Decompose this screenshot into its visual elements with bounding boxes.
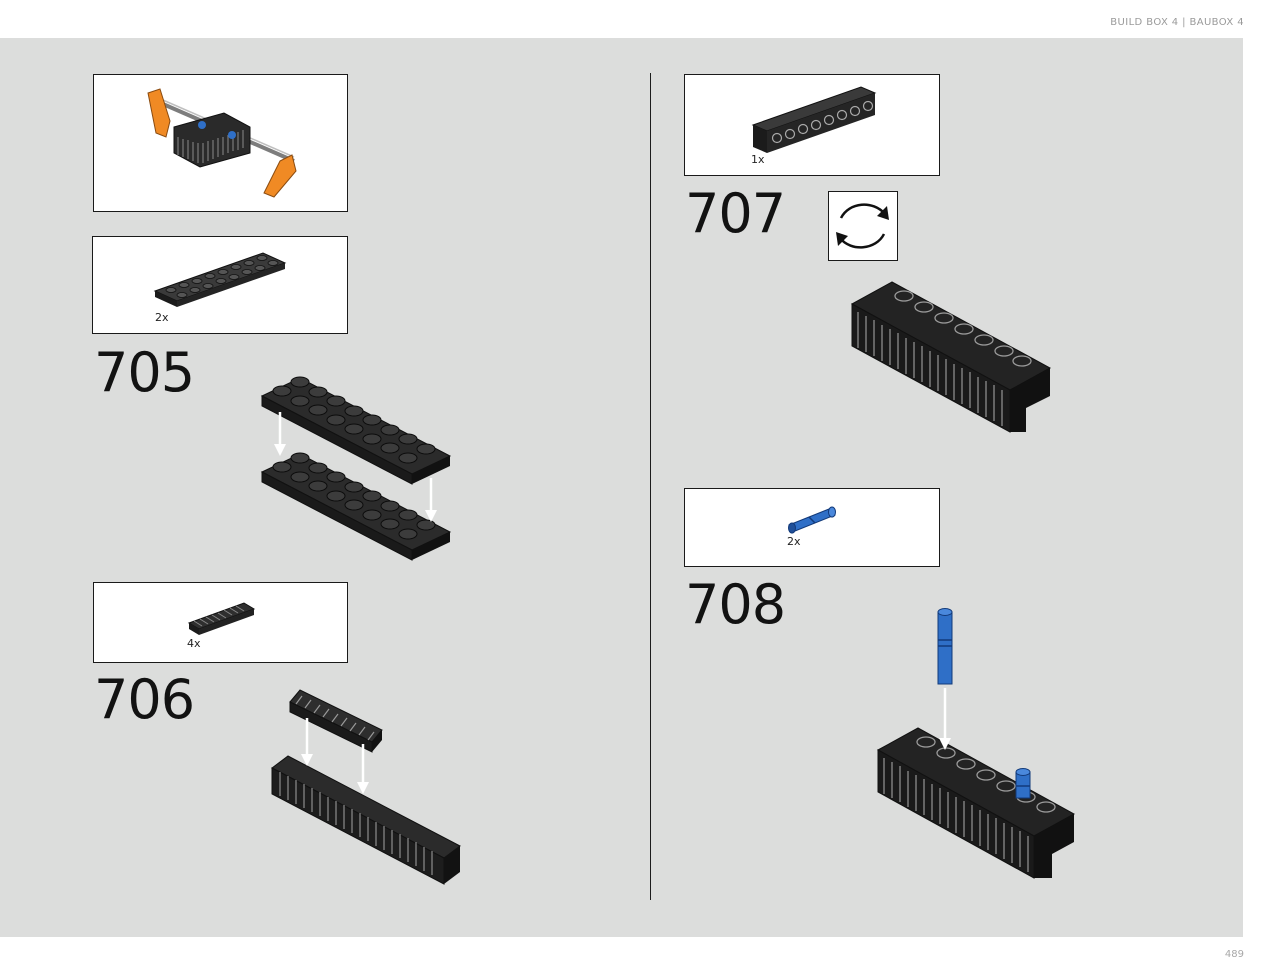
step-707-parts-box: [684, 74, 940, 176]
rotate-model-icon: [828, 191, 898, 261]
step-708-parts-box: [684, 488, 940, 567]
technic-pin-part-icon: [788, 506, 836, 534]
step-number-707: 707: [685, 182, 786, 245]
plate-2x8-part-icon: [153, 252, 287, 307]
step-708-part-quantity: 2x: [787, 535, 801, 548]
step-706-part-quantity: 4x: [187, 637, 201, 650]
step-705-part-quantity: 2x: [155, 311, 169, 324]
step-number-708: 708: [685, 573, 786, 636]
technic-beam-part-icon: [751, 86, 877, 153]
step-706-parts-box: [93, 582, 348, 663]
subassembly-preview-box: [93, 74, 348, 212]
step-705-parts-box: [92, 236, 348, 334]
column-divider: [650, 73, 651, 900]
header-build-box: BUILD BOX 4 | BAUBOX 4: [1110, 17, 1244, 28]
page-number: 489: [1224, 949, 1244, 960]
step-number-705: 705: [94, 341, 195, 404]
subassembly-image: [147, 88, 297, 198]
step-707-part-quantity: 1x: [751, 153, 765, 166]
step-number-706: 706: [94, 668, 195, 731]
gear-rack-part-icon: [187, 602, 256, 635]
